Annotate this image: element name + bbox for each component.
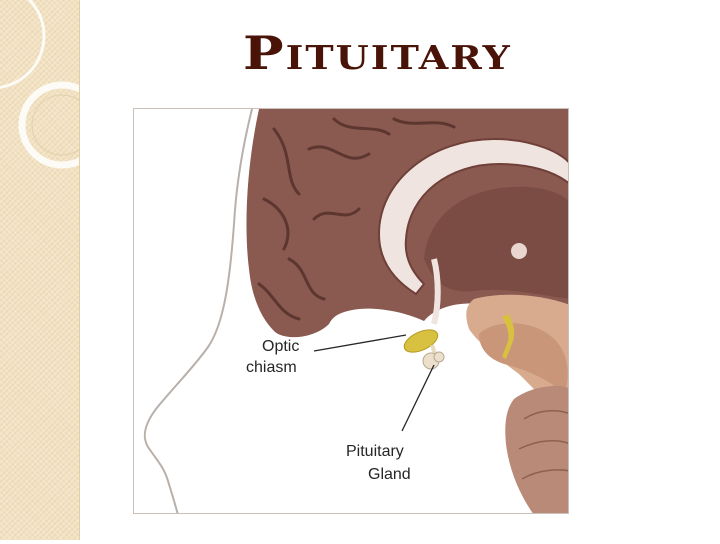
label-pituitary: Pituitary — [346, 443, 404, 460]
optic-chiasm-pointer — [313, 334, 407, 352]
label-optic: Optic — [262, 338, 299, 355]
label-gland: Gland — [368, 466, 411, 483]
corpus-callosum — [377, 137, 568, 296]
brain-gyri — [257, 117, 456, 321]
pituitary-pointer — [401, 364, 435, 432]
brain-illustration: Optic chiasm Pituitary Gland — [133, 108, 569, 514]
cerebellum — [505, 386, 568, 513]
pineal-structure — [502, 314, 515, 359]
optic-chiasm — [403, 329, 439, 353]
slide-title: Pituitary — [243, 25, 512, 81]
decorative-circles — [0, 0, 106, 169]
decorative-side-band — [0, 0, 106, 540]
face-profile — [143, 109, 253, 513]
label-chiasm: chiasm — [246, 359, 297, 376]
